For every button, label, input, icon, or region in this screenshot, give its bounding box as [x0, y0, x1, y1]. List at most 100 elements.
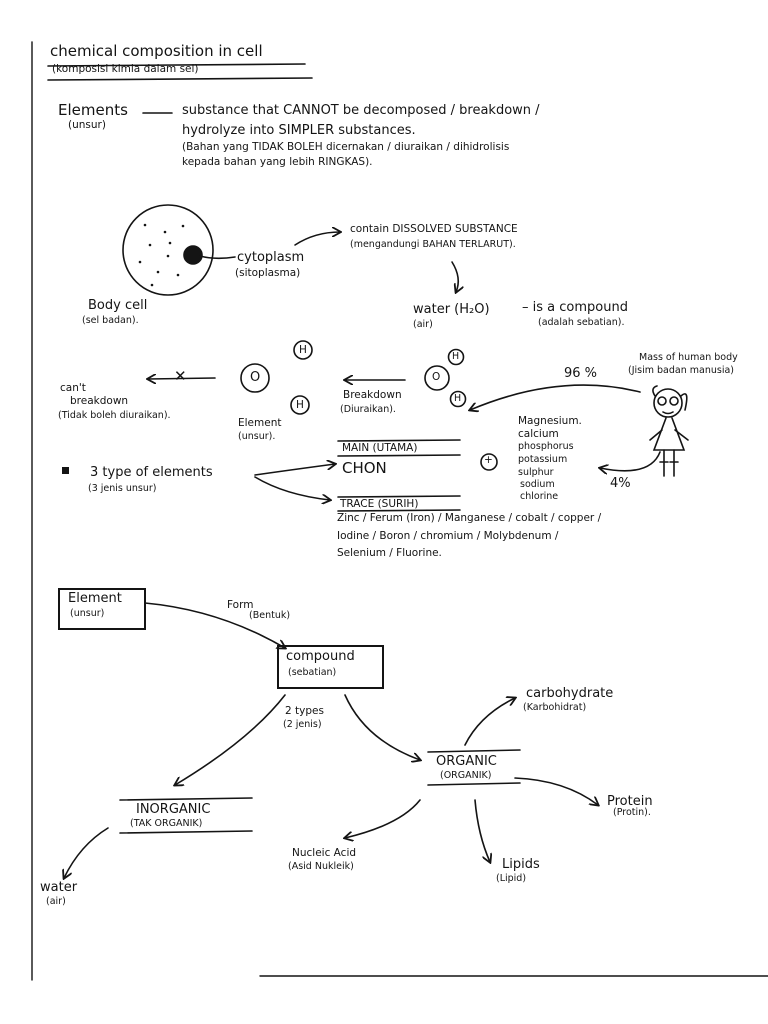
arrow-to-water — [64, 827, 109, 878]
water-label: water (H₂O) — [413, 302, 490, 317]
compound-box — [277, 645, 384, 689]
hydrogen-atom-right-2 — [449, 390, 467, 408]
elements-term: Elements — [58, 101, 128, 119]
arrow-to-carbohydrate — [464, 698, 515, 746]
tree-organic: ORGANIC — [436, 754, 497, 769]
body-cell-outline — [122, 204, 214, 296]
hydrogen-atom-right-1 — [447, 348, 465, 366]
percent-96: 96 % — [564, 366, 598, 381]
plus-circle — [480, 453, 498, 471]
mineral-magnesium: Magnesium. — [518, 415, 582, 427]
plus-sign: + — [484, 454, 493, 466]
tree-nucleic-ms: (Asid Nukleik) — [288, 861, 354, 872]
mineral-sodium: sodium — [520, 479, 555, 490]
trace-overline — [337, 495, 461, 498]
arrow-to-contain — [294, 232, 340, 246]
body-cell-label-ms: (sel badan). — [82, 315, 139, 326]
two-types-label-ms: (2 jenis) — [283, 719, 322, 730]
elements-term-ms: (unsur) — [68, 119, 106, 131]
is-compound-label: – is a compound — [522, 300, 628, 315]
body-cell-label: Body cell — [88, 298, 148, 313]
cant-label: can't — [60, 382, 86, 394]
trace-line-2: Iodine / Boron / chromium / Molybdenum / — [337, 530, 559, 542]
tree-element: Element — [68, 591, 122, 606]
tree-inorganic: INORGANIC — [136, 802, 211, 817]
definition-line-4: kepada bahan yang lebih RINGKAS). — [182, 156, 373, 168]
arrow-to-trace — [254, 476, 330, 500]
cytoplasm-dots — [138, 223, 185, 287]
h-atom-label-1: H — [299, 344, 307, 356]
arrow-to-water — [451, 261, 458, 292]
inorganic-underline — [119, 830, 253, 834]
tree-nucleic: Nucleic Acid — [292, 847, 357, 859]
cytoplasm-pointer — [199, 255, 236, 260]
definition-line-3: (Bahan yang TIDAK BOLEH dicernakan / diu… — [182, 141, 510, 153]
mineral-calcium: calcium — [518, 428, 559, 440]
main-label: MAIN (UTAMA) — [342, 442, 418, 454]
cytoplasm-label: cytoplasm — [237, 250, 305, 265]
organic-underline — [427, 782, 521, 786]
cytoplasm-label-ms: (sitoplasma) — [235, 267, 301, 279]
cant-label-2: breakdown — [70, 395, 129, 407]
arrow-to-protein — [514, 777, 598, 805]
inorganic-overline — [119, 797, 253, 801]
arrow-96-percent — [470, 384, 641, 410]
cant-label-ms: (Tidak boleh diuraikan). — [58, 410, 171, 421]
arrow-to-organic — [344, 694, 420, 760]
main-overline — [337, 439, 461, 442]
cell-nucleus — [183, 245, 203, 265]
arrow-to-lipids — [474, 799, 490, 862]
tree-compound: compound — [286, 649, 355, 664]
o-atom-label: O — [250, 370, 261, 385]
mineral-potassium: potassium — [518, 454, 568, 465]
arrow-cant-breakdown — [148, 378, 216, 379]
tree-compound-ms: (sebatian) — [288, 667, 337, 678]
trace-line-1: Zinc / Ferum (Iron) / Manganese / cobalt… — [337, 512, 602, 524]
h-atom-label-2: H — [296, 399, 304, 411]
types-heading-ms: (3 jenis unsur) — [88, 483, 157, 494]
breakdown-label-ms: (Diuraikan). — [340, 404, 396, 415]
tree-inorganic-ms: (TAK ORGANIK) — [130, 818, 203, 829]
form-label: Form — [227, 599, 254, 611]
tree-element-ms: (unsur) — [70, 608, 105, 619]
o-atom-label-2: O — [432, 371, 441, 383]
subtitle-underline — [47, 77, 313, 81]
tree-lipids: Lipids — [502, 857, 540, 872]
arrow-element-to-compound — [144, 602, 285, 648]
definition-line-2: hydrolyze into SIMPLER substances. — [182, 123, 416, 138]
element-atom-label-ms: (unsur). — [238, 431, 276, 442]
element-box — [58, 588, 146, 630]
definition-line-1: substance that CANNOT be decomposed / br… — [182, 103, 540, 118]
arrow-to-nucleic — [345, 799, 421, 838]
form-label-ms: (Bentuk) — [249, 610, 291, 621]
title-underline — [47, 63, 306, 67]
tree-protein-ms: (Protin). — [613, 807, 651, 818]
mineral-phosphorus: phosphorus — [518, 441, 574, 452]
tree-carbohydrate: carbohydrate — [526, 686, 614, 701]
mass-label: Mass of human body — [639, 352, 738, 363]
element-atom-label: Element — [238, 417, 282, 429]
hydrogen-atom-alone-1 — [293, 340, 313, 360]
trace-underline — [337, 509, 461, 512]
tree-carbohydrate-ms: (Karbohidrat) — [523, 702, 587, 713]
page-title: chemical composition in cell — [50, 42, 263, 60]
page-subtitle: (komposisi kimia dalam sel) — [52, 63, 199, 75]
bullet-square — [62, 467, 69, 474]
arrow-4-percent — [600, 451, 661, 471]
arrow-to-inorganic — [175, 694, 286, 785]
types-heading: 3 type of elements — [90, 465, 213, 480]
cross-mark: ✕ — [174, 367, 187, 385]
h-atom-label-3: H — [452, 351, 460, 362]
mineral-chlorine: chlorine — [520, 491, 559, 502]
two-types-label: 2 types — [285, 705, 324, 717]
percent-4: 4% — [610, 476, 631, 491]
trace-line-3: Selenium / Fluorine. — [337, 547, 442, 559]
hydrogen-atom-alone-2 — [290, 395, 310, 415]
main-underline — [337, 454, 461, 457]
arrow-to-main — [254, 464, 335, 476]
mass-label-ms: (Jisim badan manusia) — [628, 365, 734, 376]
oxygen-atom-right — [424, 365, 450, 391]
water-label-ms: (air) — [413, 319, 433, 330]
is-compound-label-ms: (adalah sebatian). — [538, 317, 625, 328]
